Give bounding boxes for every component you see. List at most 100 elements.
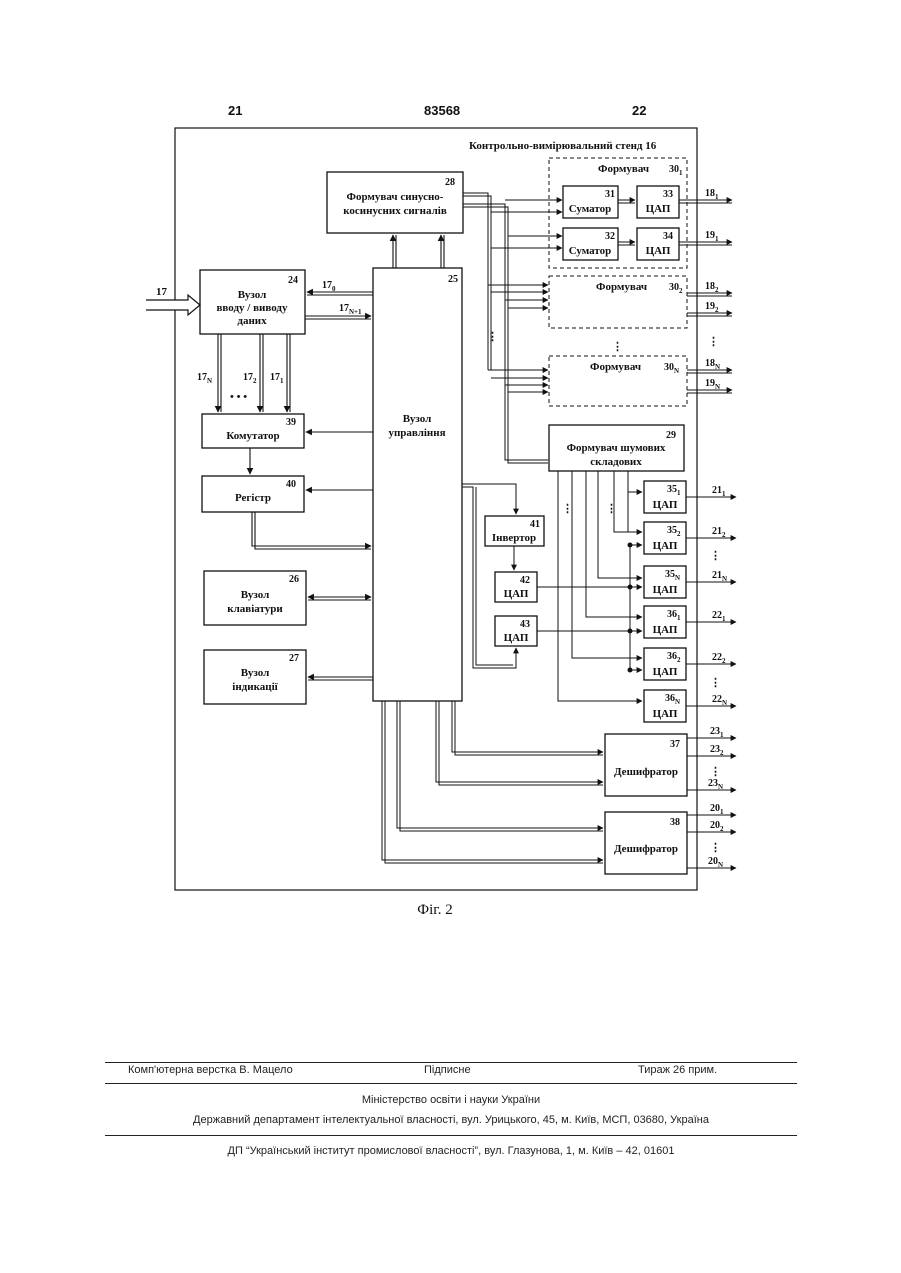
block-35-1-dac: 351 ЦАП	[644, 481, 686, 513]
buses-28-to-formers	[463, 193, 562, 463]
svg-text:38: 38	[670, 817, 680, 828]
label-20-N: 20N	[708, 856, 723, 869]
label-19-2: 192	[705, 301, 719, 314]
block-43-dac: 43 ЦАП	[495, 616, 537, 646]
svg-text:25: 25	[448, 274, 458, 285]
label-22-1: 221	[712, 610, 726, 623]
block-39-switch: 39 Комутатор	[202, 414, 304, 448]
svg-text:складових: складових	[590, 456, 642, 468]
block-40-register: 40 Регістр	[202, 476, 304, 512]
dots-20: ⋮	[710, 842, 721, 854]
svg-text:Вузол: Вузол	[241, 667, 270, 679]
block-25-control-unit: 25 Вузол управління	[373, 268, 462, 701]
svg-text:302: 302	[669, 282, 683, 295]
block-27-indication: 27 Вузол індикації	[204, 650, 306, 704]
dots-17: • • •	[230, 391, 247, 403]
svg-text:30N: 30N	[664, 362, 679, 375]
footer-rule-1	[105, 1062, 797, 1063]
svg-text:Дешифратор: Дешифратор	[614, 766, 678, 778]
svg-text:31: 31	[605, 189, 615, 200]
svg-text:Формувач: Формувач	[596, 281, 647, 293]
svg-text:17: 17	[156, 286, 168, 298]
svg-text:Регістр: Регістр	[235, 492, 271, 504]
svg-text:34: 34	[663, 231, 673, 242]
label-20-1: 201	[710, 803, 724, 816]
svg-text:вводу / виводу: вводу / виводу	[216, 302, 288, 314]
svg-text:26: 26	[289, 574, 299, 585]
block-36-2-dac: 362 ЦАП	[644, 648, 686, 680]
svg-text:ЦАП: ЦАП	[653, 708, 678, 720]
label-20-2: 202	[710, 820, 724, 833]
block-37-decoder: 37 Дешифратор	[605, 734, 687, 796]
block-32-adder: 32 Суматор	[563, 228, 618, 260]
svg-text:29: 29	[666, 430, 676, 441]
svg-text:40: 40	[286, 479, 296, 490]
svg-text:39: 39	[286, 417, 296, 428]
svg-text:клавіатури: клавіатури	[227, 603, 283, 615]
block-35-N-dac: 35N ЦАП	[644, 566, 686, 598]
svg-text:Вузол: Вузол	[403, 413, 432, 425]
svg-text:Комутатор: Комутатор	[226, 430, 279, 442]
dots-29-b: ⋮	[606, 503, 617, 515]
svg-text:32: 32	[605, 231, 615, 242]
bus-17-n1	[305, 316, 371, 319]
label-17-0: 170	[322, 280, 336, 293]
block-31-adder: 31 Суматор	[563, 186, 618, 218]
svg-text:управління: управління	[388, 427, 445, 439]
bus-25-27	[308, 677, 373, 680]
svg-text:42: 42	[520, 575, 530, 586]
buses-25-to-decoders	[382, 701, 603, 863]
bus-26-25	[308, 597, 371, 600]
svg-text:Суматор: Суматор	[569, 245, 612, 257]
label-22-N: 22N	[712, 694, 727, 707]
block-36-N-dac: 36N ЦАП	[644, 690, 686, 722]
dots-21: ⋮	[710, 550, 721, 562]
block-38-decoder: 38 Дешифратор	[605, 812, 687, 874]
svg-text:Формувач: Формувач	[590, 361, 641, 373]
former-30-2: Формувач 302	[549, 276, 687, 328]
svg-text:301: 301	[669, 164, 683, 177]
block-33-dac: 33 ЦАП	[637, 186, 679, 218]
footer-department: Державний департамент інтелектуальної вл…	[105, 1114, 797, 1126]
footer-signed: Підписне	[424, 1064, 471, 1076]
svg-text:43: 43	[520, 619, 530, 630]
footer-print-run: Тираж 26 прим.	[638, 1064, 717, 1076]
svg-text:Суматор: Суматор	[569, 203, 612, 215]
label-23-2: 232	[710, 744, 724, 757]
block-41-inverter: 41 Інвертор	[485, 516, 544, 546]
dots-29-a: ⋮	[562, 503, 573, 515]
svg-text:33: 33	[663, 189, 673, 200]
footer-rule-2	[105, 1083, 797, 1084]
bus-40-to-25	[252, 512, 371, 549]
label-17-n1: 17N+1	[339, 303, 362, 316]
block-36-1-dac: 361 ЦАП	[644, 606, 686, 638]
svg-text:косинусних сигналів: косинусних сигналів	[343, 205, 447, 217]
svg-text:41: 41	[530, 519, 540, 530]
links-adder-dac	[618, 200, 635, 245]
block-34-dac: 34 ЦАП	[637, 228, 679, 260]
svg-text:ЦАП: ЦАП	[653, 624, 678, 636]
dots-18-19: ⋮	[708, 336, 719, 348]
block-29-noise-former: 29 Формувач шумових складових	[549, 425, 684, 471]
svg-text:ЦАП: ЦАП	[653, 499, 678, 511]
svg-text:24: 24	[288, 275, 298, 286]
dots-23: ⋮	[710, 766, 721, 778]
label-21-1: 211	[712, 485, 726, 498]
stand-title: Контрольно-вимірювальний стенд 16	[469, 140, 657, 152]
block-diagram: Контрольно-вимірювальний стенд 16 24 Вуз…	[0, 0, 901, 930]
label-21-N: 21N	[712, 570, 727, 583]
svg-text:Формувач шумових: Формувач шумових	[567, 442, 666, 454]
dots-bus: ⋮	[487, 331, 498, 343]
svg-text:27: 27	[289, 653, 299, 664]
footer-institute: ДП “Український інститут промислової вла…	[105, 1145, 797, 1157]
figure-caption: Фіг. 2	[417, 902, 452, 918]
label-17-2: 172	[243, 372, 257, 385]
svg-text:Формувач: Формувач	[598, 163, 649, 175]
label-17-1: 171	[270, 372, 284, 385]
label-17-N: 17N	[197, 372, 212, 385]
svg-text:ЦАП: ЦАП	[653, 666, 678, 678]
block-24-io-unit: 24 Вузол вводу / виводу даних	[200, 270, 305, 334]
former-30-N: Формувач 30N	[549, 356, 687, 406]
label-18-2: 182	[705, 281, 719, 294]
svg-text:ЦАП: ЦАП	[653, 584, 678, 596]
